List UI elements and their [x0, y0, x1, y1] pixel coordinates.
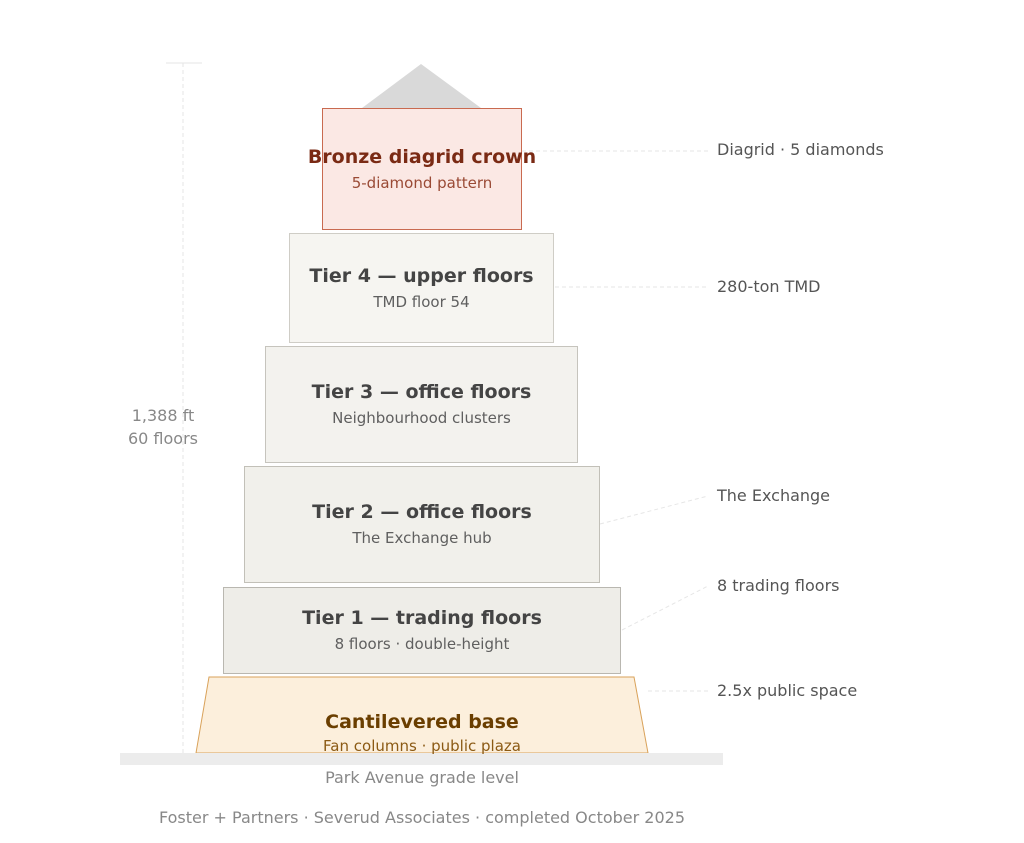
tier-4-title: Tier 4 — upper floors [309, 264, 534, 287]
base-label: Cantilevered base Fan columns · public p… [196, 710, 648, 757]
crown-tier: Bronze diagrid crown 5-diamond pattern [308, 108, 536, 230]
callout-base: 2.5x public space [717, 681, 858, 700]
tier-3-block: Tier 3 — office floors Neighbourhood clu… [265, 346, 578, 463]
callout-crown: Diagrid · 5 diamonds [717, 140, 884, 159]
callout-tier2: The Exchange [717, 486, 831, 505]
leader-tier1 [621, 585, 709, 631]
callout-tier4: 280-ton TMD [717, 277, 821, 296]
crown-title: Bronze diagrid crown [307, 145, 537, 168]
tier-2-title: Tier 2 — office floors [312, 501, 532, 523]
base-subtitle: Fan columns · public plaza [323, 737, 521, 755]
callout-tier1: 8 trading floors [717, 576, 840, 595]
height-floors: 60 floors [127, 429, 198, 448]
height-label: 1,388 ft 60 floors [116, 404, 210, 450]
spire [362, 64, 481, 108]
tier-3-subtitle: Neighbourhood clusters [332, 409, 511, 427]
leader-tier2 [599, 495, 709, 525]
tier-1-title: Tier 1 — trading floors [302, 607, 542, 629]
tier-2-subtitle: The Exchange hub [352, 529, 492, 547]
base-title: Cantilevered base [325, 711, 519, 733]
tier-2-block: Tier 2 — office floors The Exchange hub [244, 466, 600, 583]
height-feet: 1,388 ft [131, 406, 195, 425]
crown-subtitle: 5-diamond pattern [351, 173, 493, 192]
tier-1-block: Tier 1 — trading floors 8 floors · doubl… [223, 587, 621, 674]
ground-slab [120, 753, 723, 765]
height-dimension [166, 62, 202, 753]
tier-3-title: Tier 3 — office floors [311, 381, 532, 403]
tier-1-subtitle: 8 floors · double-height [334, 635, 510, 653]
tier-4-block: Tier 4 — upper floors TMD floor 54 [289, 233, 554, 343]
callout-leaders [522, 150, 709, 692]
ground-label: Park Avenue grade level [325, 768, 519, 787]
tier-4-subtitle: TMD floor 54 [373, 292, 470, 311]
credits-footer: Foster + Partners · Severud Associates ·… [158, 808, 686, 827]
